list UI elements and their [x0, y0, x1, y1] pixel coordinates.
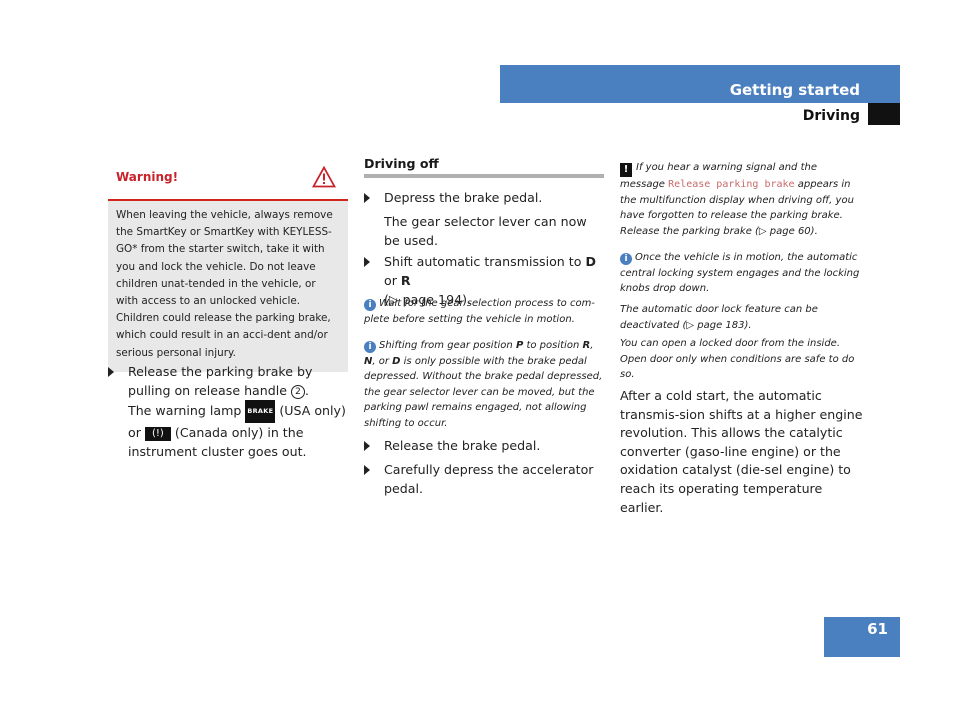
- step-release-brake: Release the brake pedal.: [364, 436, 604, 455]
- step-arrow-icon: [364, 441, 370, 451]
- step-depress-brake: Depress the brake pedal.: [364, 188, 604, 207]
- parking-brake-lamp-icon: (!): [144, 426, 171, 441]
- gear-p: P: [515, 340, 524, 351]
- gear-n: N: [364, 355, 373, 367]
- gear-r: R: [400, 273, 411, 288]
- driving-off-title: Driving off: [364, 156, 439, 171]
- gear-d: D: [585, 254, 596, 269]
- subsection-title: Driving: [802, 108, 860, 124]
- warning-title: Warning!: [116, 170, 179, 184]
- info-text: ,: [590, 340, 594, 351]
- info-text: to position: [526, 340, 580, 351]
- info-text: Wait for the gear selection process to c…: [364, 298, 595, 325]
- brake-lamp-icon: BRAKE: [245, 400, 276, 423]
- step-arrow-icon: [364, 257, 370, 267]
- info-text: Shifting from gear position: [379, 340, 513, 351]
- alert-text: appears in the multifunction display whe…: [620, 179, 854, 221]
- step-arrow-icon: [364, 193, 370, 203]
- callout-number: 2: [291, 384, 306, 399]
- warning-text: When leaving the vehicle, always remove …: [108, 201, 348, 372]
- alert-action: Release the parking brake (▷ page 60).: [620, 226, 818, 237]
- step-text: Release the brake pedal.: [384, 438, 541, 453]
- gear-r: R: [582, 340, 591, 351]
- step-accelerator: Carefully depress the accelerator pedal.: [364, 460, 604, 498]
- release-step-text: Release the parking brake by pulling on …: [128, 364, 313, 398]
- info-text: Once the vehicle is in motion, the autom…: [620, 252, 860, 294]
- info-deactivate: The automatic door lock feature can be d…: [620, 304, 818, 331]
- alert-note: !If you hear a warning signal and the me…: [620, 160, 865, 224]
- page-number: 61: [867, 620, 888, 638]
- step-arrow-icon: [364, 465, 370, 475]
- release-step: Release the parking brake by pulling on …: [108, 362, 348, 400]
- info-icon: i: [364, 341, 376, 353]
- step-text: or: [384, 273, 397, 288]
- step-result: The gear selector lever can now be used.: [384, 214, 587, 248]
- info-icon: i: [620, 253, 632, 265]
- exclamation-icon: !: [620, 163, 632, 177]
- page-number-box: [824, 617, 900, 657]
- display-message: Release parking brake: [668, 179, 795, 190]
- gear-d: D: [392, 355, 401, 367]
- info-icon: i: [364, 299, 376, 311]
- step-shift: Shift automatic transmission to D or R (…: [364, 252, 604, 309]
- info-open-door: You can open a locked door from the insi…: [620, 338, 855, 380]
- warning-triangle-icon: [312, 166, 336, 188]
- header-marker: [868, 103, 900, 125]
- info-text: , or: [372, 355, 389, 367]
- warning-box: Warning! When leaving the vehicle, alway…: [108, 155, 348, 372]
- header-band: [500, 65, 900, 103]
- alert-text: If you hear a warning signal and the mes…: [620, 162, 817, 190]
- cold-start-paragraph: After a cold start, the automatic transm…: [620, 388, 863, 515]
- step-text: Depress the brake pedal.: [384, 190, 543, 205]
- section-title: Getting started: [729, 81, 860, 99]
- warning-header: Warning!: [108, 155, 348, 201]
- punct: .: [305, 383, 310, 398]
- lamp-canada: (Canada only) in the instrument cluster …: [128, 425, 307, 459]
- step-arrow-icon: [108, 367, 114, 377]
- step-text: Shift automatic transmission to: [384, 254, 582, 269]
- page-ref: (▷ page 194).: [384, 292, 472, 307]
- lamp-note: The warning lamp BRAKE (USA only) or (!)…: [128, 400, 348, 461]
- lamp-text: The warning lamp: [128, 403, 242, 418]
- step-text: Carefully depress the accelerator pedal.: [384, 462, 594, 496]
- info-text: is only possible with the brake pedal de…: [364, 355, 603, 429]
- lamp-usa: (USA only): [279, 403, 346, 418]
- lamp-or: or: [128, 425, 141, 440]
- title-rule: [364, 174, 604, 178]
